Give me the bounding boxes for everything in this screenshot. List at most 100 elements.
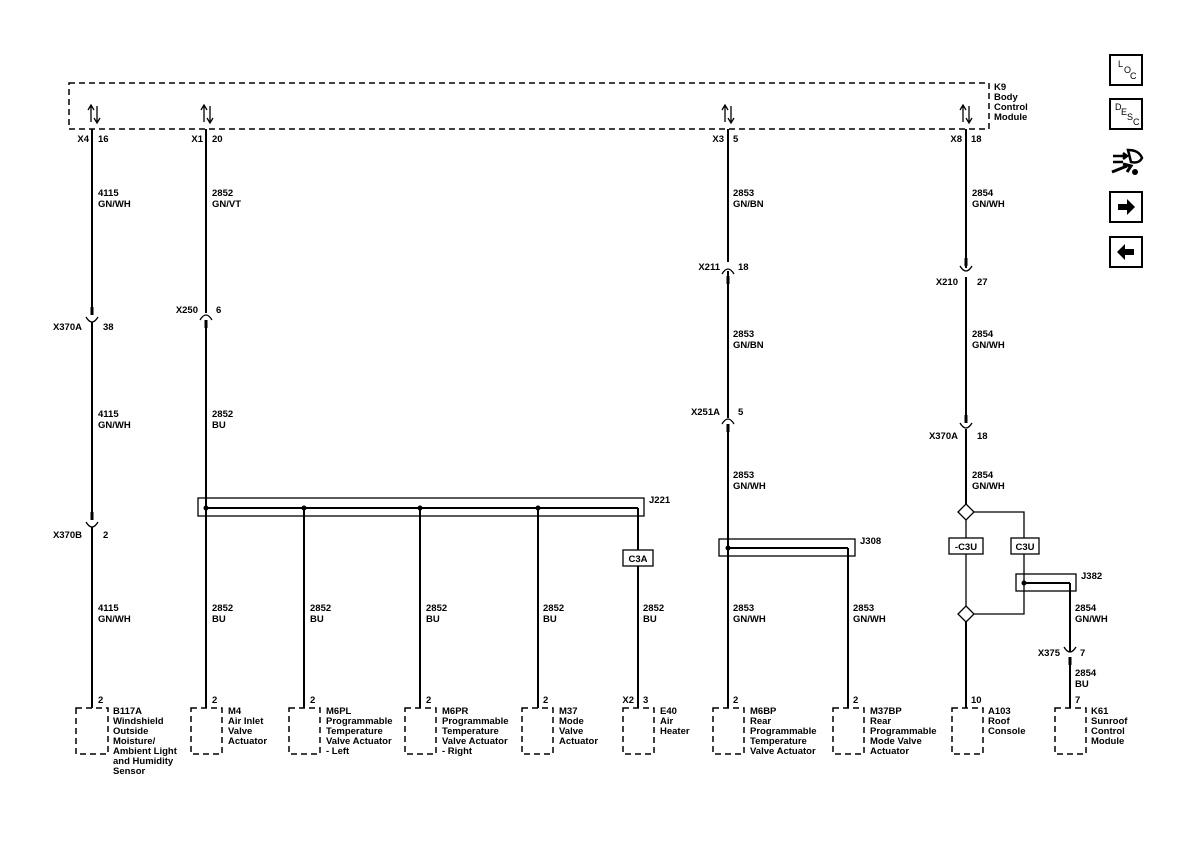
wire-circuit: 2853 bbox=[733, 470, 754, 481]
module-label-1: Body bbox=[994, 92, 1018, 103]
wire-circuit: 2852 bbox=[643, 603, 664, 614]
component-m6pr[interactable]: 2 M6PR Programmable Temperature Valve Ac… bbox=[404, 695, 509, 757]
component-label: Console bbox=[988, 726, 1025, 737]
component-k61[interactable]: 7 K61 Sunroof Control Module bbox=[1054, 695, 1128, 755]
component-a103[interactable]: 10 A103 Roof Console bbox=[951, 695, 1025, 755]
option-box-c3u[interactable]: C3U bbox=[1010, 537, 1040, 555]
wire-circuit: 2853 bbox=[733, 329, 754, 340]
module-pin-conn: X3 bbox=[712, 134, 724, 145]
inline-connector-x211[interactable]: X211 18 bbox=[698, 262, 749, 284]
module-pin-number: 20 bbox=[212, 134, 223, 145]
inline-connector-x370a-2[interactable]: X370A 18 bbox=[929, 415, 988, 442]
bidirectional-arrow-icon bbox=[87, 103, 101, 125]
connector-tool-button[interactable] bbox=[1109, 144, 1145, 180]
component-e40[interactable]: X2 3 E40 Air Heater bbox=[622, 695, 690, 755]
component-label: Programmable bbox=[750, 726, 817, 737]
bidirectional-arrow-icon bbox=[959, 103, 973, 125]
component-label: Programmable bbox=[870, 726, 937, 737]
component-label: Ambient Light bbox=[113, 746, 178, 757]
connector-pin: 7 bbox=[1080, 648, 1085, 659]
description-button[interactable]: D E S C bbox=[1109, 98, 1143, 130]
splice-pack-j308[interactable]: J308 bbox=[718, 536, 881, 557]
module-pin-number: 16 bbox=[98, 134, 109, 145]
option-label: C3U bbox=[1015, 542, 1034, 553]
component-label: Outside bbox=[113, 726, 148, 737]
wire-circuit: 2852 bbox=[212, 188, 233, 199]
wire-color: GN/WH bbox=[98, 199, 131, 210]
wire-color: GN/BN bbox=[733, 199, 764, 210]
option-box-c3a[interactable]: C3A bbox=[622, 549, 654, 567]
inline-connector-x370a[interactable]: X370A 38 bbox=[53, 307, 114, 333]
option-box-neg-c3u[interactable]: -C3U bbox=[948, 537, 984, 555]
connector-name: X375 bbox=[1038, 648, 1061, 659]
loc-letter: C bbox=[1130, 71, 1137, 81]
connector-pin: 18 bbox=[738, 262, 749, 273]
wire-color: GN/WH bbox=[972, 199, 1005, 210]
wire-circuit: 2852 bbox=[212, 603, 233, 614]
splice-pack-j382[interactable]: J382 bbox=[1015, 571, 1102, 592]
component-label: Heater bbox=[660, 726, 690, 737]
location-button[interactable]: L O C bbox=[1109, 54, 1143, 86]
component-m37[interactable]: 2 M37 Mode Valve Actuator bbox=[521, 695, 598, 755]
wire-circuit: 4115 bbox=[98, 188, 119, 199]
description-icon: D E S C bbox=[1115, 102, 1140, 127]
component-label: Valve bbox=[559, 726, 583, 737]
component-label: Temperature bbox=[750, 736, 807, 747]
inline-connector-x375[interactable]: X375 7 bbox=[1038, 646, 1085, 665]
component-label: B117A bbox=[113, 706, 142, 717]
inline-connector-x370b[interactable]: X370B 2 bbox=[53, 512, 108, 541]
wire-color: GN/WH bbox=[733, 614, 766, 625]
component-label: Air bbox=[660, 716, 674, 727]
component-label: Programmable bbox=[326, 716, 393, 727]
connector-pin: 18 bbox=[977, 431, 988, 442]
component-label: Mode bbox=[559, 716, 584, 727]
component-label: Sunroof bbox=[1091, 716, 1128, 727]
wire-circuit: 2852 bbox=[426, 603, 447, 614]
splice-pack-j221[interactable]: J221 bbox=[197, 495, 671, 517]
component-m4[interactable]: 2 M4 Air Inlet Valve Actuator bbox=[190, 695, 267, 755]
inline-connector-x251a[interactable]: X251A 5 bbox=[691, 407, 744, 432]
component-label: - Left bbox=[326, 746, 350, 757]
wire-color: GN/VT bbox=[212, 199, 241, 210]
inline-connector-x210[interactable]: X210 27 bbox=[936, 258, 988, 288]
component-label: Actuator bbox=[870, 746, 909, 757]
component-pin: 2 bbox=[426, 695, 431, 706]
component-pin: 10 bbox=[971, 695, 982, 706]
wire-circuit: 2852 bbox=[212, 409, 233, 420]
component-m6pl[interactable]: 2 M6PL Programmable Temperature Valve Ac… bbox=[288, 695, 393, 757]
component-label: Sensor bbox=[113, 766, 146, 777]
component-label: Temperature bbox=[442, 726, 499, 737]
component-label: K61 bbox=[1091, 706, 1109, 717]
splice-label: J382 bbox=[1081, 571, 1102, 582]
component-pin: 2 bbox=[733, 695, 738, 706]
next-page-button[interactable] bbox=[1109, 191, 1143, 223]
component-label: Valve Actuator bbox=[750, 746, 816, 757]
module-label-3: Module bbox=[994, 112, 1027, 123]
bidirectional-arrow-icon bbox=[721, 103, 735, 125]
component-label: and Humidity bbox=[113, 756, 174, 767]
component-m6bp[interactable]: 2 M6BP Rear Programmable Temperature Val… bbox=[712, 695, 817, 757]
component-b117a[interactable]: 2 B117A Windshield Outside Moisture/ Amb… bbox=[75, 695, 178, 777]
wire-circuit: 2854 bbox=[972, 188, 994, 199]
component-label: Rear bbox=[750, 716, 771, 727]
module-pin-number: 18 bbox=[971, 134, 982, 145]
component-conn: X2 bbox=[622, 695, 634, 706]
wrench-connector-icon bbox=[1111, 148, 1144, 175]
desc-letter: E bbox=[1121, 107, 1127, 117]
component-pin: 2 bbox=[212, 695, 217, 706]
wire-circuit: 2854 bbox=[1075, 668, 1097, 679]
body-control-module[interactable]: K9 Body Control Module bbox=[68, 82, 1028, 130]
inline-connector-x250[interactable]: X250 6 bbox=[176, 305, 221, 328]
desc-letter: S bbox=[1127, 112, 1133, 122]
bidirectional-arrow-icon bbox=[200, 103, 214, 125]
previous-page-button[interactable] bbox=[1109, 236, 1143, 268]
wire-circuit: 2854 bbox=[972, 329, 994, 340]
component-m37bp[interactable]: 2 M37BP Rear Programmable Mode Valve Act… bbox=[832, 695, 937, 757]
wire-circuit: 4115 bbox=[98, 603, 119, 614]
wire-color: GN/WH bbox=[98, 614, 131, 625]
component-label: Air Inlet bbox=[228, 716, 264, 727]
component-label: Valve bbox=[228, 726, 252, 737]
component-label: Control bbox=[1091, 726, 1125, 737]
component-label: Moisture/ bbox=[113, 736, 156, 747]
component-label: Mode Valve bbox=[870, 736, 922, 747]
